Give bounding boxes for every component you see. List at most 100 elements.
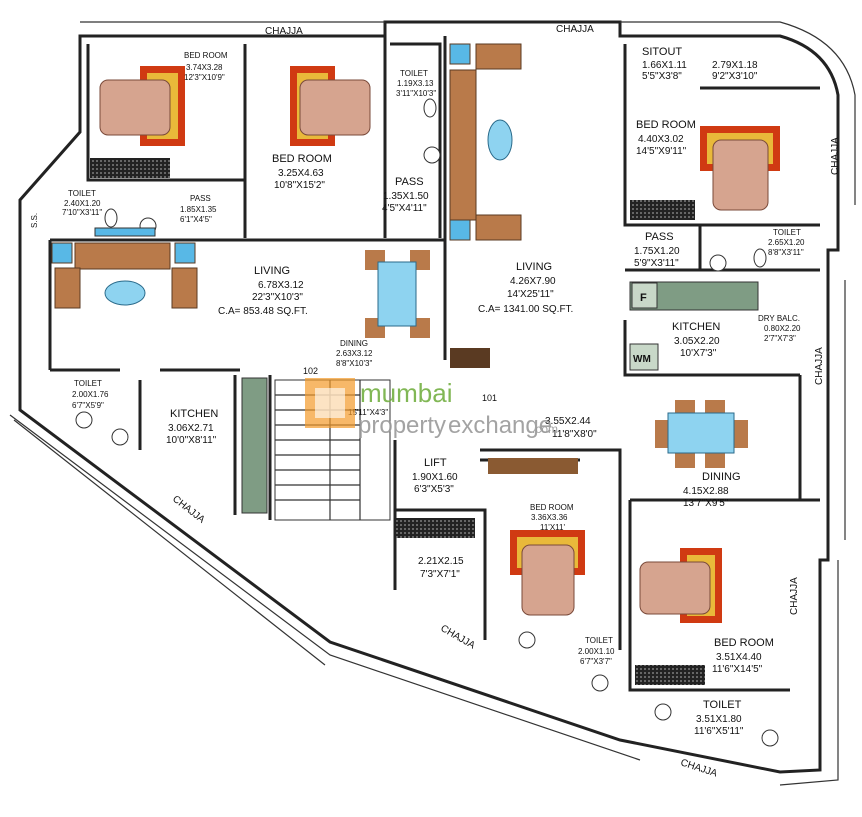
bed — [510, 530, 585, 616]
room-name: PASS — [395, 176, 424, 188]
room-size-metric: 2.65X1.20 — [768, 238, 805, 247]
room-size-imperial: 5'5"X3'8" — [642, 71, 682, 82]
room-size-metric: 1.85X1.35 — [180, 205, 217, 214]
room-size-metric: 3.51X1.80 — [696, 714, 742, 725]
flat-102-labels: BED ROOM 3.74X3.28 12'3"X10'9" BED ROOM … — [30, 51, 436, 446]
room-size-metric: 2.40X1.20 — [64, 199, 101, 208]
fridge-label: F — [640, 292, 647, 304]
wardrobe — [488, 458, 578, 474]
wardrobe — [635, 665, 705, 685]
room-name: PASS — [645, 231, 674, 243]
room-name: TOILET — [703, 699, 742, 711]
kitchen-counter-102 — [241, 377, 268, 514]
room-size-imperial: 6'3"X5'3" — [414, 484, 454, 495]
room-size-imperial: 14'X25'11" — [507, 289, 554, 300]
room-name: DRY BALC. — [758, 314, 800, 323]
room-size-imperial: 10'X7'3" — [680, 348, 717, 359]
watermark-text: exchange — [448, 412, 552, 439]
carpet-area: C.A= 1341.00 SQ.FT. — [478, 304, 573, 315]
room-size-metric: 4.26X7.90 — [510, 276, 556, 287]
bed — [639, 548, 722, 623]
room-name: KITCHEN — [672, 321, 720, 333]
coffee-table — [104, 280, 146, 306]
room-size-imperial: 15'11"X4'3" — [348, 408, 388, 417]
room-name: SITOUT — [642, 46, 682, 58]
room-size-imperial: 11'6"X14'5" — [712, 664, 763, 675]
room-name: TOILET — [585, 636, 613, 645]
flat-number: 101 — [482, 393, 497, 403]
room-name: TOILET — [773, 228, 801, 237]
room-size-metric: 4.15X2.88 — [683, 486, 729, 497]
room-size-metric: 3.74X3.28 — [186, 63, 223, 72]
sofa-set-102 — [51, 242, 198, 309]
room-size-imperial: 11'8"X8'0" — [552, 429, 597, 440]
washing-machine — [629, 343, 659, 371]
watermark-logo: mumbai property exchange .com — [305, 378, 558, 439]
washing-machine-label: WM — [633, 354, 651, 365]
chajja-label: CHAJJA — [265, 26, 303, 37]
chajja-label: CHAJJA — [830, 137, 841, 175]
room-size-imperial: 13'7"X9'5" — [683, 498, 729, 509]
room-size-imperial: 11'6"X5'11" — [694, 726, 744, 737]
room-name: DINING — [702, 471, 741, 483]
room-name: LIVING — [254, 265, 290, 277]
bed — [700, 126, 780, 211]
room-size-imperial: 22'3"X10'3" — [252, 292, 303, 303]
wardrobe — [450, 348, 490, 368]
room-size-metric: 1.19X3.13 — [397, 79, 434, 88]
room-size-imperial: 7'10"X3'11" — [62, 208, 102, 217]
chajja-label: CHAJJA — [439, 623, 478, 652]
room-size-imperial: 10'8"X15'2" — [274, 180, 325, 191]
room-name: BED ROOM — [636, 119, 696, 131]
chajja-label: CHAJJA — [789, 577, 800, 615]
room-size-imperial: 11'X11' — [540, 523, 565, 532]
room-name: PASS — [190, 194, 211, 203]
room-size-imperial: 9'2"X3'10" — [712, 71, 758, 82]
room-name: BED ROOM — [530, 503, 574, 512]
room-size-metric: 3.55X2.44 — [545, 416, 591, 427]
toilet-fixtures — [75, 98, 779, 747]
bed — [99, 66, 185, 146]
room-size-imperial: 3'11"X10'3" — [396, 89, 436, 98]
sofa-set-101 — [449, 43, 522, 241]
watermark-text: property — [358, 412, 446, 439]
wardrobe — [90, 158, 170, 178]
room-size-metric: 1.90X1.60 — [412, 472, 458, 483]
coffee-table — [487, 119, 513, 161]
room-size-metric: 6.78X3.12 — [258, 280, 304, 291]
room-size-metric: 2.00X1.10 — [578, 647, 615, 656]
room-size-imperial: 8'8"X3'11" — [768, 248, 804, 257]
room-size-imperial: 4'5"X4'11" — [382, 203, 427, 214]
common-area-labels: LIFT 1.90X1.60 6'3"X5'3" 2.21X2.15 7'3"X… — [412, 457, 464, 580]
room-size-imperial: 14'5"X9'11" — [636, 146, 687, 157]
wardrobe — [630, 200, 695, 220]
chajja-label: CHAJJA — [679, 757, 719, 779]
room-size-metric: 3.25X4.63 — [278, 168, 324, 179]
chajja-label: CHAJJA — [170, 494, 207, 526]
room-size-imperial: 6'7"X3'7" — [580, 657, 612, 666]
room-size-metric: 1.35X1.50 — [383, 191, 429, 202]
carpet-area: C.A= 853.48 SQ.FT. — [218, 306, 308, 317]
room-name: BED ROOM — [272, 153, 332, 165]
building-outline — [9, 20, 856, 786]
room-size-imperial: 2'7"X7'3" — [764, 334, 796, 343]
room-size-imperial: 5'9"X3'11" — [634, 258, 679, 269]
room-size-imperial: 7'3"X7'1" — [420, 569, 460, 580]
room-size-imperial: 6'1"X4'5" — [180, 215, 212, 224]
room-size-imperial: 12'3"X10'9" — [184, 73, 225, 82]
room-size-metric: 2.79X1.18 — [712, 60, 758, 71]
room-size-imperial: 6'7"X5'9" — [72, 401, 104, 410]
dining-table-102 — [365, 250, 430, 338]
room-size-metric: 1.66X1.11 — [642, 60, 687, 71]
room-name: DINING — [340, 339, 368, 348]
room-name: BED ROOM — [184, 51, 228, 60]
dining-table-101 — [655, 400, 748, 468]
room-name: TOILET — [68, 189, 96, 198]
room-name: BED ROOM — [714, 637, 774, 649]
room-name: KITCHEN — [170, 408, 218, 420]
flat-101-labels: LIVING 4.26X7.90 14'X25'11" C.A= 1341.00… — [478, 46, 805, 737]
room-name: TOILET — [74, 379, 102, 388]
room-size-metric: 2.63X3.12 — [336, 349, 373, 358]
room-name: LIVING — [516, 261, 552, 273]
